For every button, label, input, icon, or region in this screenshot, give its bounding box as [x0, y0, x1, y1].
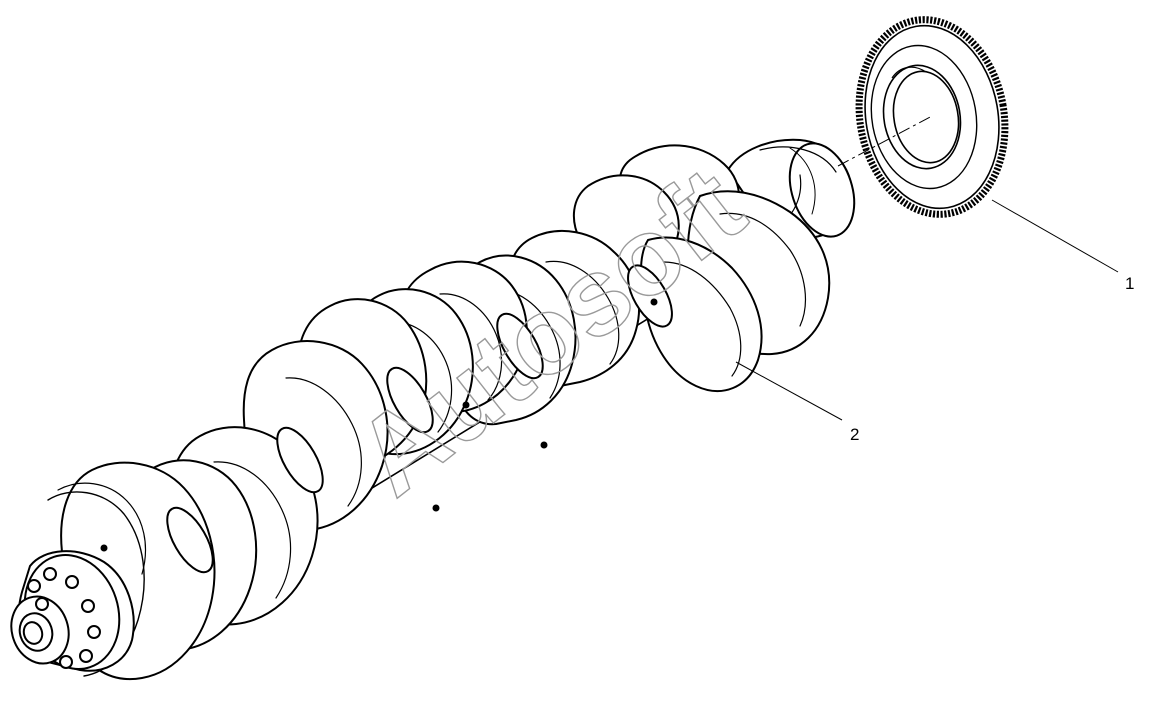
callout-1: 1: [991, 199, 1134, 293]
crankshaft: [10, 138, 856, 681]
crankshaft-webs: [47, 144, 831, 681]
leader-line-2: [735, 361, 843, 421]
leader-line-1: [991, 199, 1119, 273]
assembly-axis-line: [837, 115, 933, 167]
crankshaft-pins: [166, 264, 673, 574]
crankshaft-front-nose: [10, 550, 135, 672]
crankshaft-oil-holes: [100, 298, 658, 552]
timing-gear: [855, 16, 1009, 218]
bolt-holes: [27, 567, 101, 669]
callout-2: 2: [735, 361, 859, 444]
callout-number-2: 2: [850, 425, 859, 444]
callout-number-1: 1: [1125, 274, 1134, 293]
